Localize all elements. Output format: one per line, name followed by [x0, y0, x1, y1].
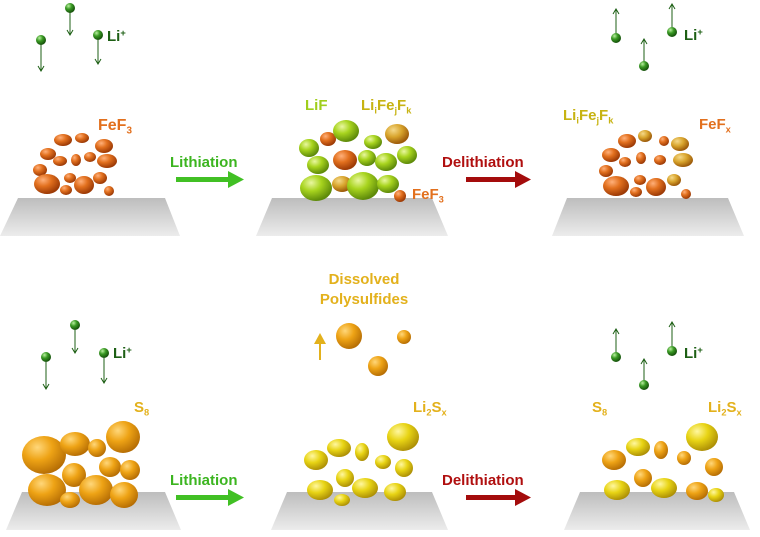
li2sx-label-right: Li2Sx [708, 399, 742, 418]
li-ion-sphere [667, 27, 677, 37]
fef3-label: FeF3 [98, 117, 132, 137]
s8-particles [22, 421, 140, 508]
s8-li2sx-mixed-particles [602, 423, 724, 502]
li-ions-incoming-bottom [41, 320, 109, 390]
fef3-particles [33, 133, 117, 196]
s8-label-right: S8 [592, 399, 608, 418]
lif-label: LiF [305, 97, 328, 114]
lithiation-arrow-bottom [176, 489, 244, 506]
li-ions-outgoing-bottom [611, 321, 677, 390]
lithiation-label-bottom: Lithiation [170, 472, 238, 489]
li-ion-sphere [639, 380, 649, 390]
li-ion-sphere [639, 61, 649, 71]
li-ions-incoming-top [36, 3, 103, 72]
lithiation-label: Lithiation [170, 154, 238, 171]
li-ion-sphere [65, 3, 75, 13]
lif-mixed-particles [299, 120, 417, 202]
lifejfk-label: LiiFejFk [361, 97, 412, 116]
substrate-platform [256, 198, 448, 236]
li-ion-sphere [611, 33, 621, 43]
li2sx-particles [304, 423, 419, 506]
delithiation-arrow-top [466, 171, 531, 188]
lifejfk-label-right: LiiFejFk [563, 107, 614, 126]
substrate-platform [564, 492, 750, 530]
lithiation-arrow-top [176, 171, 244, 188]
li-ion-label: Li+ [113, 345, 132, 363]
fefx-particles [599, 130, 693, 199]
s8-label: S8 [134, 399, 150, 418]
fef3-label-middle: FeF3 [412, 186, 444, 205]
delithiation-arrow-bottom [466, 489, 531, 506]
li-ion-sphere [99, 348, 109, 358]
substrate-platform [271, 492, 448, 530]
delithiation-label: Delithiation [442, 154, 524, 171]
li-ion-label: Li+ [684, 27, 703, 45]
li-ion-sphere [667, 346, 677, 356]
li-ion-label: Li+ [684, 345, 703, 363]
li2sx-label: Li2Sx [413, 399, 447, 418]
fefx-label: FeFx [699, 116, 731, 135]
delithiation-label-bottom: Delithiation [442, 472, 524, 489]
substrate-platform [552, 198, 744, 236]
dissolved-polysulfide-spheres [314, 323, 411, 376]
li-ion-sphere [41, 352, 51, 362]
li-ion-sphere [70, 320, 80, 330]
li-ion-sphere [611, 352, 621, 362]
li-ion-label: Li+ [107, 28, 126, 46]
li-ions-outgoing-top [611, 3, 677, 71]
dissolved-polysulfides-label: Dissolved Polysulfides [319, 271, 409, 308]
li-ion-sphere [36, 35, 46, 45]
li-ion-sphere [93, 30, 103, 40]
substrate-platform [0, 198, 180, 236]
